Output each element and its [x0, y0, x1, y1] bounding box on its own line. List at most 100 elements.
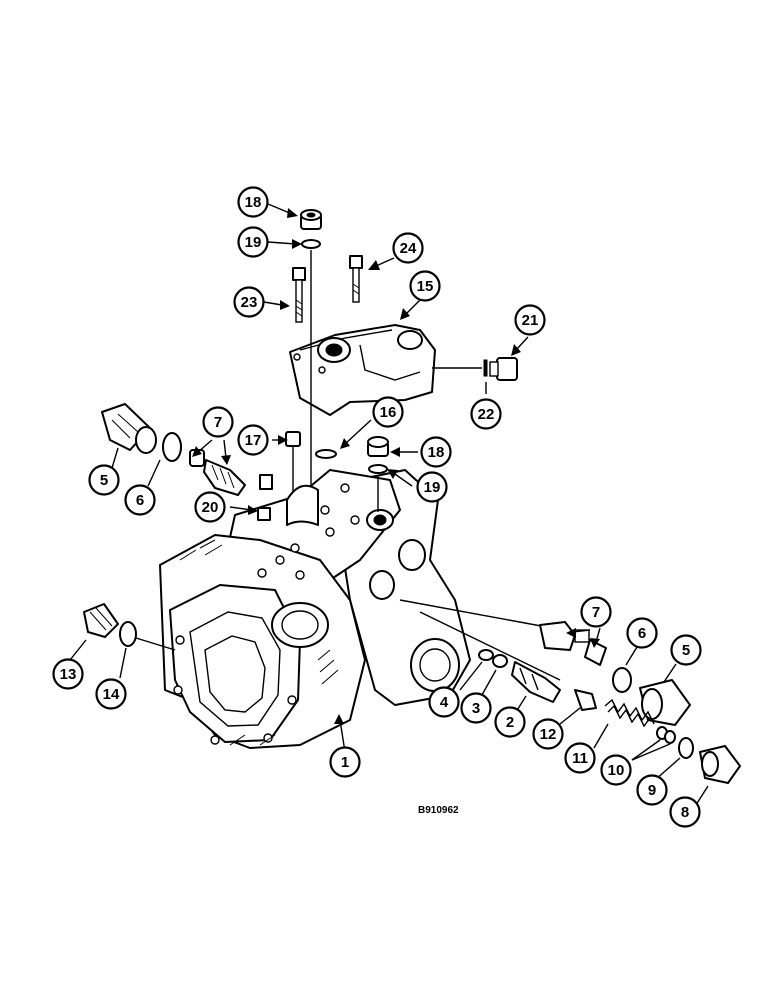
callout-circle [420, 436, 452, 468]
callout-15: 15 [409, 270, 441, 302]
callout-circle [494, 706, 526, 738]
callout-circle [124, 484, 156, 516]
poppet-12 [574, 689, 597, 711]
leaders [69, 203, 709, 809]
bolt-24 [349, 255, 363, 303]
callout-label: 7 [214, 414, 222, 431]
callout-circle [202, 406, 234, 438]
plug-5-right [639, 679, 691, 726]
callout-7: 7 [202, 406, 234, 438]
callout-circle [514, 304, 546, 336]
ring-4 [478, 649, 494, 661]
callout-label: 18 [245, 194, 262, 211]
callout-label: 23 [241, 294, 258, 311]
o-ring-22 [483, 359, 488, 377]
callout-12: 12 [532, 718, 564, 750]
callout-label: 2 [506, 714, 514, 731]
callout-11: 11 [564, 742, 596, 774]
callout-14: 14 [95, 678, 127, 710]
callout-label: 8 [681, 804, 689, 821]
insert-20 [257, 474, 319, 526]
callout-circle [392, 232, 424, 264]
callout-19: 19 [237, 226, 269, 258]
callout-7: 7 [580, 596, 612, 628]
callout-circle [600, 754, 632, 786]
callout-21: 21 [514, 304, 546, 336]
spool-2 [511, 661, 561, 703]
o-ring-16 [315, 449, 337, 459]
callout-label: 19 [424, 479, 441, 496]
callout-circle [409, 270, 441, 302]
valve-block [289, 324, 436, 416]
callout-label: 18 [428, 444, 445, 461]
callout-label: 24 [400, 240, 417, 257]
callout-13: 13 [52, 658, 84, 690]
callout-label: 20 [202, 499, 219, 516]
callout-label: 11 [572, 750, 588, 767]
callout-label: 7 [592, 604, 600, 621]
callout-label: 12 [540, 726, 557, 743]
callout-label: 5 [682, 642, 690, 659]
callout-label: 5 [100, 472, 108, 489]
callout-1: 1 [329, 746, 361, 778]
callout-16: 16 [372, 396, 404, 428]
callout-label: 16 [380, 404, 397, 421]
o-ring-6-right [612, 667, 632, 693]
plug-8 [699, 745, 741, 784]
callout-17: 17 [237, 424, 269, 456]
callout-5: 5 [670, 634, 702, 666]
callout-label: 4 [440, 694, 449, 711]
callout-5: 5 [88, 464, 120, 496]
callout-circle [329, 746, 361, 778]
plug-13 [83, 603, 119, 638]
valve-7-upper [189, 449, 246, 496]
callout-circle [233, 286, 265, 318]
snap-ring-14 [119, 621, 137, 647]
callout-label: 6 [638, 625, 646, 642]
callout-circle [532, 718, 564, 750]
shim-10b [664, 730, 676, 744]
callout-19: 19 [416, 471, 448, 503]
callout-label: 22 [478, 406, 495, 423]
plug-18-lower [367, 436, 389, 457]
callout-circle [669, 796, 701, 828]
o-ring-19-lower [368, 464, 388, 474]
drawing-id: B910962 [418, 805, 459, 816]
plug-21 [489, 357, 518, 381]
callout-circle [428, 686, 460, 718]
callout-3: 3 [460, 692, 492, 724]
callout-label: 13 [60, 666, 77, 683]
callout-4: 4 [428, 686, 460, 718]
callout-circle [237, 186, 269, 218]
callout-circle [372, 396, 404, 428]
callout-9: 9 [636, 774, 668, 806]
pump-housing [159, 469, 471, 749]
callout-circle [460, 692, 492, 724]
callout-circle [580, 596, 612, 628]
callout-circle [564, 742, 596, 774]
callout-20: 20 [194, 491, 226, 523]
plug-18-top [300, 209, 322, 230]
callout-label: 17 [245, 432, 262, 449]
callout-22: 22 [470, 398, 502, 430]
callout-label: 14 [103, 686, 120, 703]
callout-label: 10 [608, 762, 625, 779]
callout-label: 15 [417, 278, 434, 295]
callout-circle [636, 774, 668, 806]
callout-label: 19 [245, 234, 262, 251]
bolt-23 [292, 267, 306, 323]
callout-circle [470, 398, 502, 430]
callout-23: 23 [233, 286, 265, 318]
callout-label: 9 [648, 782, 656, 799]
callout-label: 3 [472, 700, 480, 717]
callout-circle [670, 634, 702, 666]
callout-8: 8 [669, 796, 701, 828]
callout-circle [237, 226, 269, 258]
callout-18: 18 [237, 186, 269, 218]
callout-circle [52, 658, 84, 690]
o-ring-6-upper [162, 432, 182, 462]
callout-24: 24 [392, 232, 424, 264]
callout-circle [194, 491, 226, 523]
o-ring-9 [678, 737, 694, 759]
